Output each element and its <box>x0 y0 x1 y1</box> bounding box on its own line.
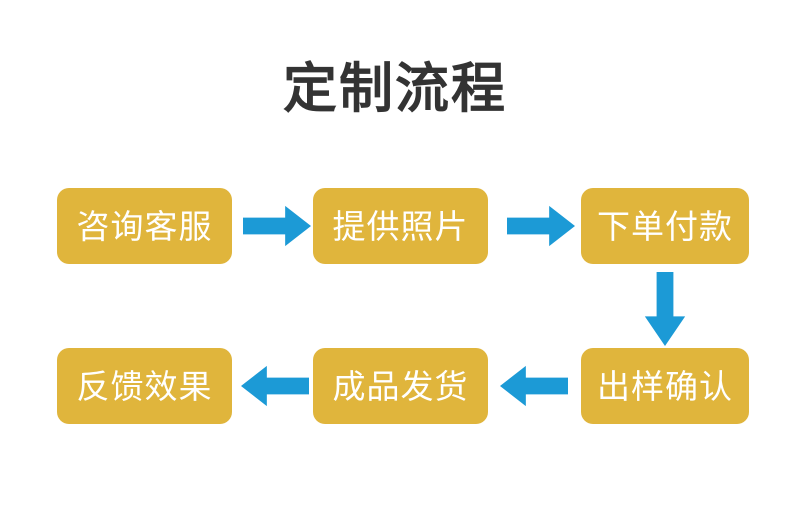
flow-step-label: 成品发货 <box>332 367 469 405</box>
arrow-left-icon-step4-to-step5 <box>500 365 568 407</box>
arrow-right-icon-step2-to-step3 <box>507 205 575 247</box>
arrow-down-icon-step3-to-step4 <box>644 272 686 346</box>
flow-step-label: 下单付款 <box>597 207 733 245</box>
flow-step-label: 出样确认 <box>597 367 733 405</box>
flow-step-provide-photos[interactable]: 提供照片 <box>313 188 488 264</box>
flow-step-label: 反馈效果 <box>76 367 213 405</box>
flow-step-feedback-result[interactable]: 反馈效果 <box>57 348 232 424</box>
page-title: 定制流程 <box>283 59 507 119</box>
flow-step-label: 咨询客服 <box>76 207 213 245</box>
flow-step-consult-service[interactable]: 咨询客服 <box>57 188 232 264</box>
flow-step-place-order-payment[interactable]: 下单付款 <box>581 188 749 264</box>
arrow-left-icon-step5-to-step6 <box>241 365 309 407</box>
flow-step-product-shipping[interactable]: 成品发货 <box>313 348 488 424</box>
flow-step-label: 提供照片 <box>332 207 469 245</box>
flow-step-sample-confirmation[interactable]: 出样确认 <box>581 348 749 424</box>
arrow-right-icon-step1-to-step2 <box>243 205 311 247</box>
